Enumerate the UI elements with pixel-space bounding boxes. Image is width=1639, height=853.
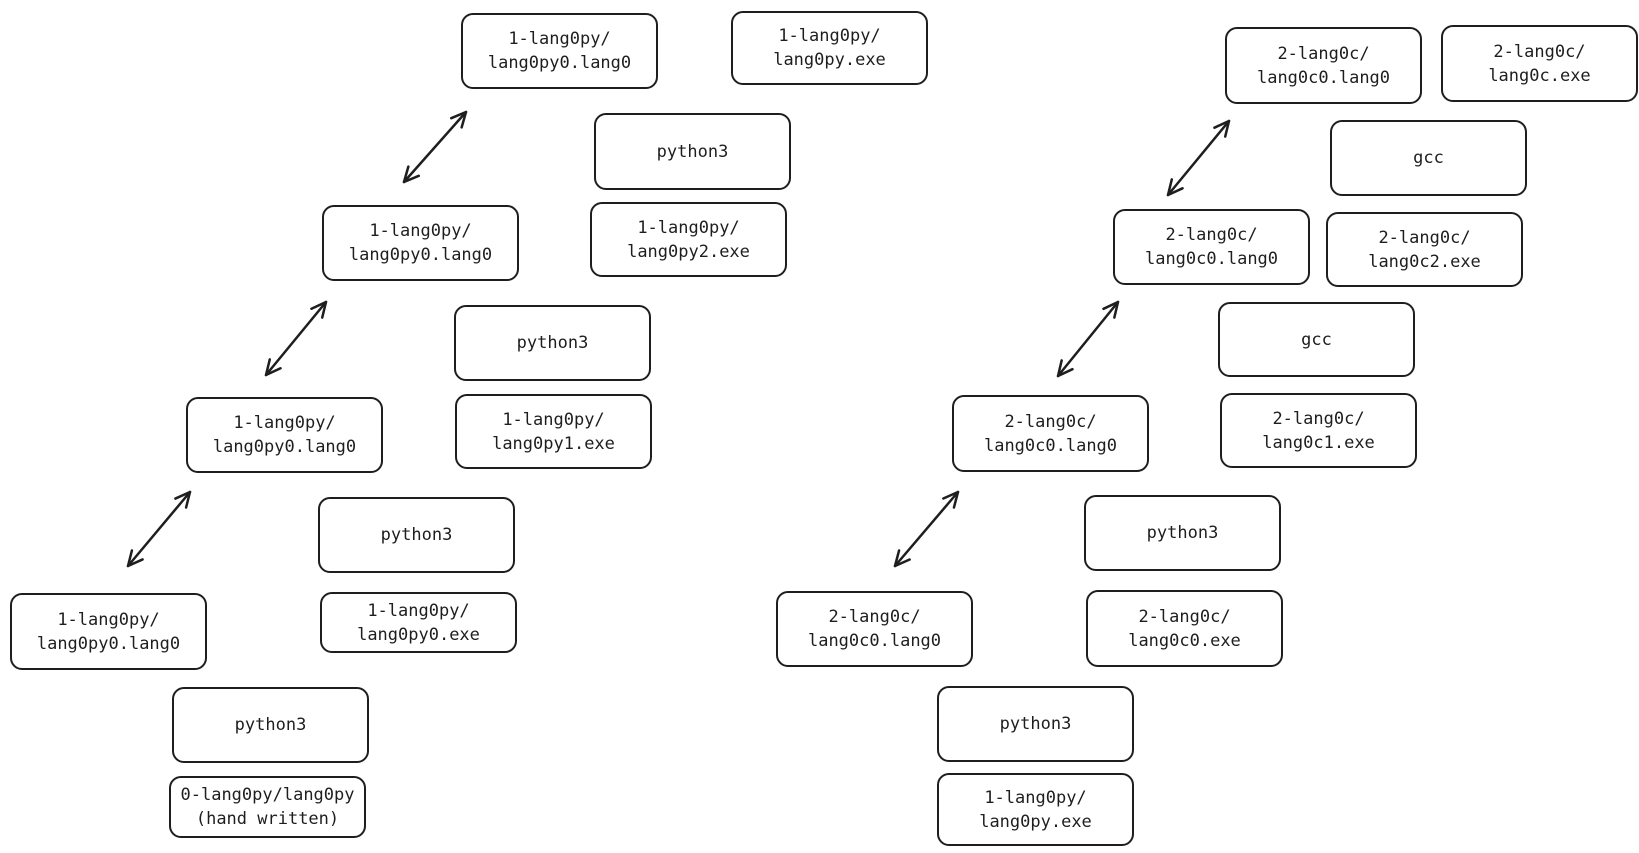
node-r-base: 1-lang0py/ lang0py.exe [937, 773, 1134, 846]
node-label: 1-lang0py/ lang0py2.exe [627, 217, 750, 262]
node-l-exe-0: 1-lang0py/ lang0py0.exe [320, 592, 517, 653]
node-label: 0-lang0py/lang0py (hand written) [180, 785, 355, 829]
arrow-head [1056, 359, 1074, 378]
arrow-head [1213, 119, 1231, 138]
node-l-src-3: 1-lang0py/ lang0py0.lang0 [186, 397, 383, 473]
arrow-head [893, 549, 911, 568]
node-l-hand: 0-lang0py/lang0py (hand written) [169, 776, 366, 838]
node-label: 1-lang0py/ lang0py1.exe [492, 409, 615, 454]
node-r-src-top: 2-lang0c/ lang0c0.lang0 [1225, 27, 1422, 104]
arrow-head [402, 165, 421, 184]
node-l-exe-2: 1-lang0py/ lang0py2.exe [590, 202, 787, 277]
node-label: 2-lang0c/ lang0c0.exe [1128, 606, 1241, 651]
arrow-head [310, 300, 328, 319]
bidirectional-arrow [126, 490, 192, 568]
node-label: python3 [1146, 523, 1219, 543]
arrow-shaft [264, 300, 328, 377]
arrow-head [942, 490, 960, 509]
bidirectional-arrow [264, 300, 328, 377]
node-label: gcc [1301, 329, 1332, 350]
arrow-head [174, 490, 192, 509]
node-label: 2-lang0c/ lang0c2.exe [1368, 227, 1481, 272]
node-label: 1-lang0py/ lang0py0.lang0 [348, 221, 493, 265]
node-l-src-2: 1-lang0py/ lang0py0.lang0 [322, 205, 519, 281]
node-r-py-2: python3 [937, 686, 1134, 762]
node-r-src-4: 2-lang0c/ lang0c0.lang0 [776, 591, 973, 667]
node-l-exe-1: 1-lang0py/ lang0py1.exe [455, 394, 652, 469]
node-label: python3 [380, 525, 453, 545]
node-l-py-4: python3 [172, 687, 369, 763]
node-l-exe-top: 1-lang0py/ lang0py.exe [731, 11, 928, 85]
node-label: python3 [516, 333, 589, 353]
node-label: 1-lang0py/ lang0py0.lang0 [212, 413, 357, 457]
arrow-head [126, 549, 144, 568]
node-label: 1-lang0py/ lang0py0.exe [357, 600, 480, 645]
bidirectional-arrow [1166, 119, 1231, 197]
node-label: 1-lang0py/ lang0py0.lang0 [487, 29, 632, 73]
node-l-py-2: python3 [454, 305, 651, 381]
node-r-exe-1: 2-lang0c/ lang0c1.exe [1220, 393, 1417, 468]
node-label: gcc [1413, 148, 1444, 168]
node-label: python3 [999, 714, 1072, 734]
node-label: 2-lang0c/ lang0c0.lang0 [807, 607, 942, 651]
node-r-gcc-1: gcc [1330, 120, 1527, 196]
node-label: 2-lang0c/ lang0c0.lang0 [1256, 43, 1391, 88]
node-l-src-top: 1-lang0py/ lang0py0.lang0 [461, 13, 658, 89]
arrow-shaft [402, 110, 468, 184]
arrow-shaft [126, 490, 192, 568]
bidirectional-arrow [893, 490, 960, 568]
node-l-py-1: python3 [594, 113, 791, 190]
node-label: 2-lang0c/ lang0c.exe [1488, 41, 1591, 86]
node-r-exe-top: 2-lang0c/ lang0c.exe [1441, 25, 1638, 102]
arrow-shaft [1056, 300, 1120, 378]
bidirectional-arrow [1056, 300, 1120, 378]
arrow-head [1102, 300, 1120, 319]
node-label: 1-lang0py/ lang0py.exe [979, 787, 1092, 832]
node-label: 1-lang0py/ lang0py.exe [773, 26, 886, 70]
arrow-head [449, 110, 468, 129]
node-r-py-1: python3 [1084, 495, 1281, 571]
node-l-src-4: 1-lang0py/ lang0py0.lang0 [10, 593, 207, 670]
arrow-head [264, 358, 282, 377]
node-r-exe-0: 2-lang0c/ lang0c0.exe [1086, 590, 1283, 667]
node-label: python3 [234, 715, 307, 735]
node-label: 1-lang0py/ lang0py0.lang0 [36, 609, 181, 654]
node-r-exe-2: 2-lang0c/ lang0c2.exe [1326, 212, 1523, 287]
node-l-py-3: python3 [318, 497, 515, 573]
bidirectional-arrow [402, 110, 468, 184]
node-label: 2-lang0c/ lang0c0.lang0 [983, 411, 1118, 456]
node-label: python3 [656, 141, 729, 162]
node-r-gcc-2: gcc [1218, 302, 1415, 377]
arrow-shaft [893, 490, 960, 568]
node-r-src-2: 2-lang0c/ lang0c0.lang0 [1113, 209, 1310, 285]
arrow-head [1166, 178, 1184, 197]
node-label: 2-lang0c/ lang0c0.lang0 [1144, 225, 1279, 269]
arrow-shaft [1166, 119, 1231, 197]
node-r-src-3: 2-lang0c/ lang0c0.lang0 [952, 395, 1149, 472]
node-label: 2-lang0c/ lang0c1.exe [1262, 408, 1375, 453]
